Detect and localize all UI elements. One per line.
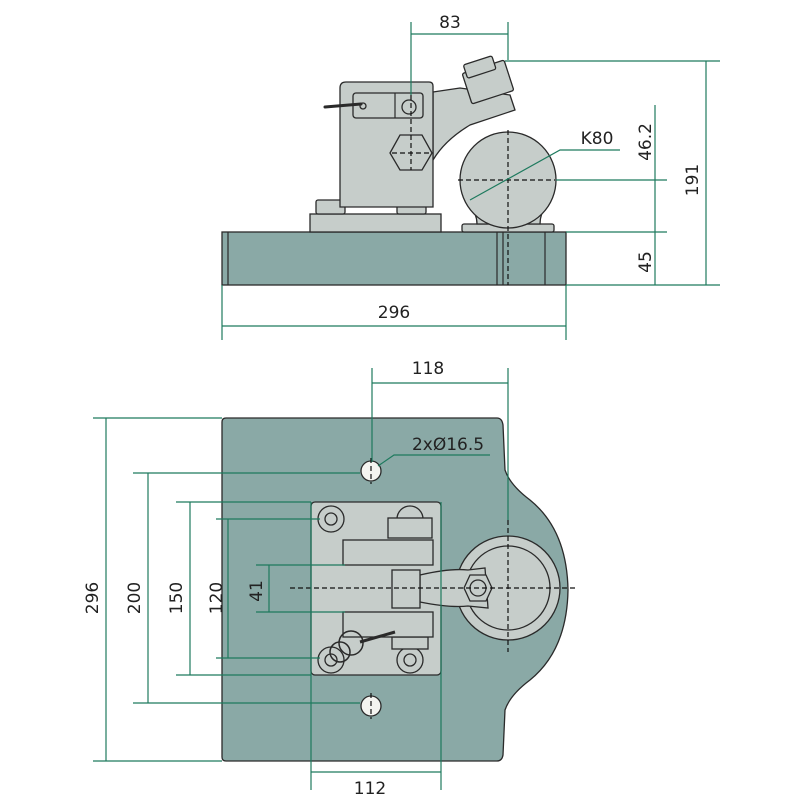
side-view: 83 191 46.2 45 K80 296 (221, 13, 720, 340)
dim-191-label: 191 (683, 164, 703, 196)
dim-112-label: 112 (354, 779, 386, 799)
dimension-lines-top (93, 368, 509, 790)
bolts (317, 505, 433, 674)
dim-120-label: 120 (207, 582, 227, 614)
hole-diameter-label: 2xØ16.5 (412, 435, 484, 455)
base-plate-side (221, 231, 567, 286)
dim-46-2-label: 46.2 (636, 123, 656, 161)
dim-83-label: 83 (439, 13, 461, 33)
dim-200-label: 200 (125, 582, 145, 614)
ball-size-label: K80 (581, 129, 614, 149)
dim-118-label: 118 (412, 359, 444, 379)
dim-41-label: 41 (247, 580, 267, 602)
top-view: 118 2xØ16.5 296 200 150 120 41 112 (83, 359, 578, 799)
coupling-bracket (309, 55, 516, 233)
dimension-lines-side (221, 22, 720, 340)
upper-bar (342, 539, 434, 566)
safety-ring (338, 630, 364, 656)
dim-45-label: 45 (636, 251, 656, 273)
dim-296-label: 296 (83, 582, 103, 614)
dim-150-label: 150 (167, 582, 187, 614)
dim-width-label: 296 (378, 303, 410, 323)
